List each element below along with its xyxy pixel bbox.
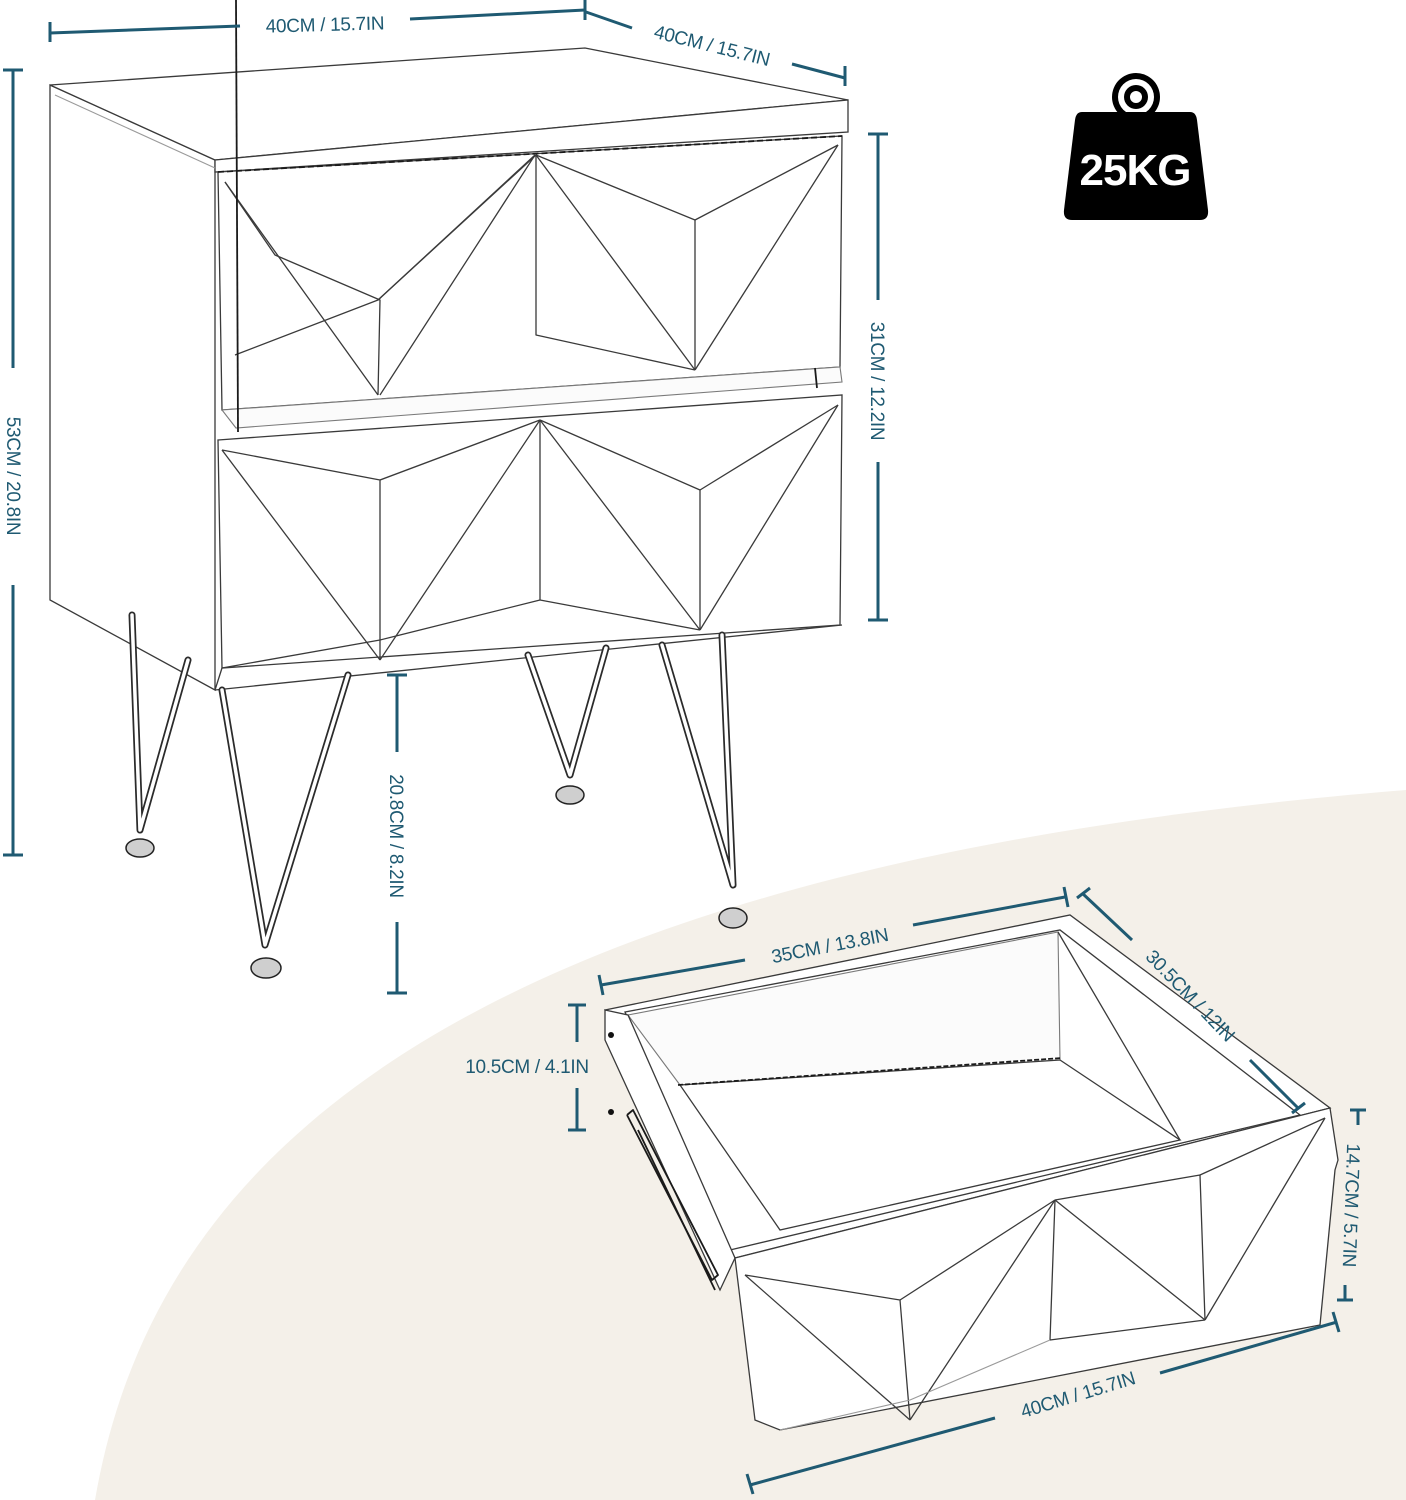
dim-leg-height: 20.8CM / 8.2IN bbox=[385, 673, 407, 995]
cabinet-width-label: 40CM / 15.7IN bbox=[265, 13, 384, 37]
nightstand-drawing bbox=[49, 0, 849, 979]
drawer-front bbox=[734, 1107, 1339, 1431]
cabinet-depth-label: 40CM / 15.7IN bbox=[652, 22, 772, 71]
hairpin-legs bbox=[125, 611, 748, 979]
weight-label: 25KG bbox=[1080, 146, 1191, 195]
weight-badge: 25KG bbox=[1063, 73, 1209, 220]
drawer-inner-height-label: 10.5CM / 4.1IN bbox=[465, 1057, 589, 1078]
body-height-label: 31CM / 12.2IN bbox=[866, 322, 887, 441]
leg-height-label: 20.8CM / 8.2IN bbox=[385, 774, 406, 898]
dim-body-height: 31CM / 12.2IN bbox=[866, 132, 888, 622]
upper-drawer-front bbox=[217, 135, 843, 411]
dim-total-height: 53CM / 20.8IN bbox=[2, 68, 23, 857]
dim-cabinet-width: 40CM / 15.7IN bbox=[48, 0, 587, 42]
dim-drawer-inner-height: 10.5CM / 4.1IN bbox=[465, 1003, 589, 1132]
lower-drawer-front bbox=[217, 394, 843, 669]
drawer-front-height-label: 14.7CM / 5.7IN bbox=[1338, 1143, 1363, 1267]
drawer-drawing bbox=[604, 914, 1339, 1431]
weight-kettlebell-icon bbox=[1063, 73, 1209, 220]
total-height-label: 53CM / 20.8IN bbox=[2, 417, 23, 536]
dim-drawer-front-height: 14.7CM / 5.7IN bbox=[1337, 1108, 1366, 1302]
